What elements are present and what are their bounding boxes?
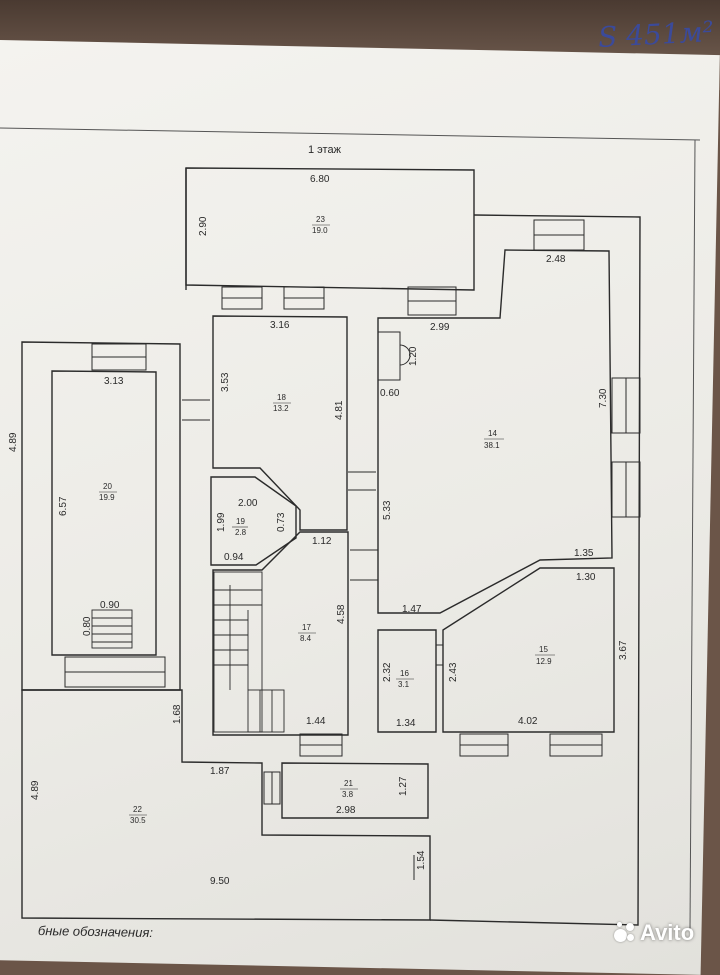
- dim-1-35: 1.35: [574, 548, 594, 559]
- dim-0-60: 0.60: [380, 388, 400, 399]
- room-14-number: 14: [488, 429, 497, 438]
- dim-0-73: 0.73: [276, 512, 287, 532]
- dim-1-44: 1.44: [306, 716, 326, 727]
- stairs-20: [91, 609, 133, 649]
- dim-1-68: 1.68: [172, 704, 183, 724]
- legend-caption: бные обозначения:: [37, 922, 154, 941]
- dim-2-48: 2.48: [546, 254, 566, 265]
- room-21-area: 3.8: [342, 790, 354, 799]
- room-19-walls: [210, 476, 297, 566]
- dim-7-30: 7.30: [598, 388, 609, 408]
- dim-1-47: 1.47: [402, 604, 422, 615]
- dim-3-13: 3.13: [104, 376, 124, 387]
- dim-4-89-faded: 4.89: [8, 432, 19, 452]
- room-23-number: 23: [316, 215, 325, 224]
- dim-4-02: 4.02: [518, 716, 538, 727]
- room-14-walls: [377, 249, 613, 614]
- frame-right-line: [689, 139, 696, 931]
- room-17-area: 8.4: [300, 634, 312, 643]
- room-15-area: 12.9: [536, 657, 552, 666]
- niche-14: [378, 331, 401, 381]
- dim-3-16: 3.16: [270, 320, 290, 331]
- dim-5-33: 5.33: [382, 500, 393, 520]
- dim-0-90: 0.90: [100, 600, 120, 611]
- door-ticks: [182, 399, 443, 880]
- niche-arc: [399, 344, 411, 366]
- room-20-area: 19.9: [99, 493, 115, 502]
- room-17-walls: [212, 531, 349, 736]
- dim-1-34: 1.34: [396, 718, 416, 729]
- room-18-number: 18: [277, 393, 286, 402]
- room-16-area: 3.1: [398, 680, 410, 689]
- dim-2-00: 2.00: [238, 498, 258, 509]
- frame-top-line: [0, 127, 701, 141]
- room-20-walls: [51, 370, 157, 656]
- dim-2-43: 2.43: [448, 662, 459, 682]
- dim-4-58: 4.58: [336, 604, 347, 624]
- dim-6-57: 6.57: [58, 496, 69, 516]
- room-19-number: 19: [236, 517, 245, 526]
- dim-1-12: 1.12: [312, 536, 332, 547]
- room-23-walls: [185, 167, 475, 291]
- dim-1-99: 1.99: [216, 512, 227, 532]
- dim-2-98: 2.98: [336, 805, 356, 816]
- dim-1-27: 1.27: [398, 776, 409, 796]
- room-18-area: 13.2: [273, 404, 289, 413]
- room-22-area: 30.5: [130, 816, 146, 825]
- dimension-labels: 6.80 2.90 2.48 3.16 2.99 1.20 0.60 3.13 …: [8, 174, 629, 887]
- room-16-walls: [377, 629, 437, 733]
- dim-6-80: 6.80: [310, 174, 330, 185]
- stairs-17: [213, 571, 285, 733]
- windows: [64, 219, 641, 805]
- dim-1-87: 1.87: [210, 766, 230, 777]
- room-labels: 23 19.0 18 13.2 14 38.1 20 19.9 19 2.8 1…: [99, 215, 555, 825]
- room-21-walls: [281, 762, 429, 819]
- room-23-area: 19.0: [312, 226, 328, 235]
- dim-2-32: 2.32: [382, 662, 393, 682]
- room-14-area: 38.1: [484, 441, 500, 450]
- room-22-outline: [21, 689, 431, 921]
- room-20-number: 20: [103, 482, 112, 491]
- dim-2-90: 2.90: [198, 216, 209, 236]
- handwritten-area-note: S 451м²: [597, 14, 715, 55]
- dim-3-53: 3.53: [220, 372, 231, 392]
- avito-logo-icon: [612, 921, 636, 945]
- dim-3-67: 3.67: [618, 640, 629, 660]
- dim-9-50: 9.50: [210, 876, 230, 887]
- room-22-number: 22: [133, 805, 142, 814]
- avito-watermark: Avito: [612, 920, 694, 946]
- room-19-area: 2.8: [235, 528, 247, 537]
- room-21-number: 21: [344, 779, 353, 788]
- room-18-walls: [212, 315, 348, 531]
- right-wing-outline: [429, 214, 641, 926]
- dim-2-99: 2.99: [430, 322, 450, 333]
- dim-4-81: 4.81: [334, 400, 345, 420]
- floor-title: 1 этаж: [308, 144, 342, 156]
- dim-0-94: 0.94: [224, 552, 244, 563]
- dim-1-20: 1.20: [408, 346, 419, 366]
- dim-4-89: 4.89: [30, 780, 41, 800]
- room-16-number: 16: [400, 669, 409, 678]
- avito-wordmark: Avito: [640, 920, 695, 945]
- room-15-number: 15: [539, 645, 548, 654]
- dim-1-30: 1.30: [576, 572, 596, 583]
- dim-1-54: 1.54: [416, 850, 427, 870]
- room-15-walls: [442, 567, 615, 733]
- dim-0-80: 0.80: [82, 616, 93, 636]
- room-17-number: 17: [302, 623, 311, 632]
